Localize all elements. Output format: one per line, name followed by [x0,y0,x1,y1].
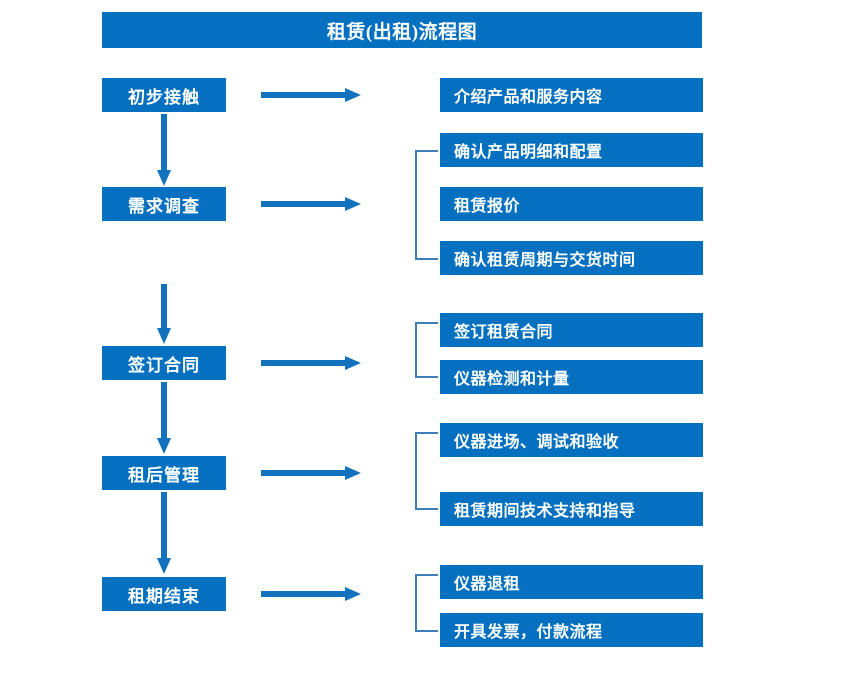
horizontal-arrow-2 [261,197,361,211]
detail-box-2-3[interactable]: 确认租赁周期与交货时间 [440,241,703,275]
vertical-arrow-4-to-5 [157,492,171,574]
detail-box-4-1[interactable]: 仪器进场、调试和验收 [440,423,703,457]
vertical-arrow-3-to-4 [157,382,171,454]
vertical-arrow-1-to-2 [157,114,171,186]
horizontal-arrow-3 [261,356,361,370]
detail-box-3-2[interactable]: 仪器检测和计量 [440,360,703,394]
detail-box-5-2[interactable]: 开具发票，付款流程 [440,613,703,647]
horizontal-arrow-1 [261,88,361,102]
detail-box-4-2[interactable]: 租赁期间技术支持和指导 [440,492,703,526]
stage-box-3[interactable]: 签订合同 [102,346,226,380]
horizontal-arrow-4 [261,466,361,480]
group-bracket-3 [414,322,440,378]
detail-box-5-1[interactable]: 仪器退租 [440,565,703,599]
group-bracket-4 [414,432,440,510]
group-bracket-5 [414,574,440,632]
stage-box-2[interactable]: 需求调查 [102,187,226,221]
detail-box-2-1[interactable]: 确认产品明细和配置 [440,133,703,167]
stage-box-4[interactable]: 租后管理 [102,456,226,490]
stage-box-1[interactable]: 初步接触 [102,78,226,112]
horizontal-arrow-5 [261,587,361,601]
detail-box-2-2[interactable]: 租赁报价 [440,187,703,221]
page-title: 租赁(出租)流程图 [102,12,702,48]
detail-box-1-1[interactable]: 介绍产品和服务内容 [440,78,703,112]
stage-box-5[interactable]: 租期结束 [102,577,226,611]
group-bracket-2 [414,150,440,260]
vertical-arrow-2-to-3 [157,284,171,344]
detail-box-3-1[interactable]: 签订租赁合同 [440,313,703,347]
